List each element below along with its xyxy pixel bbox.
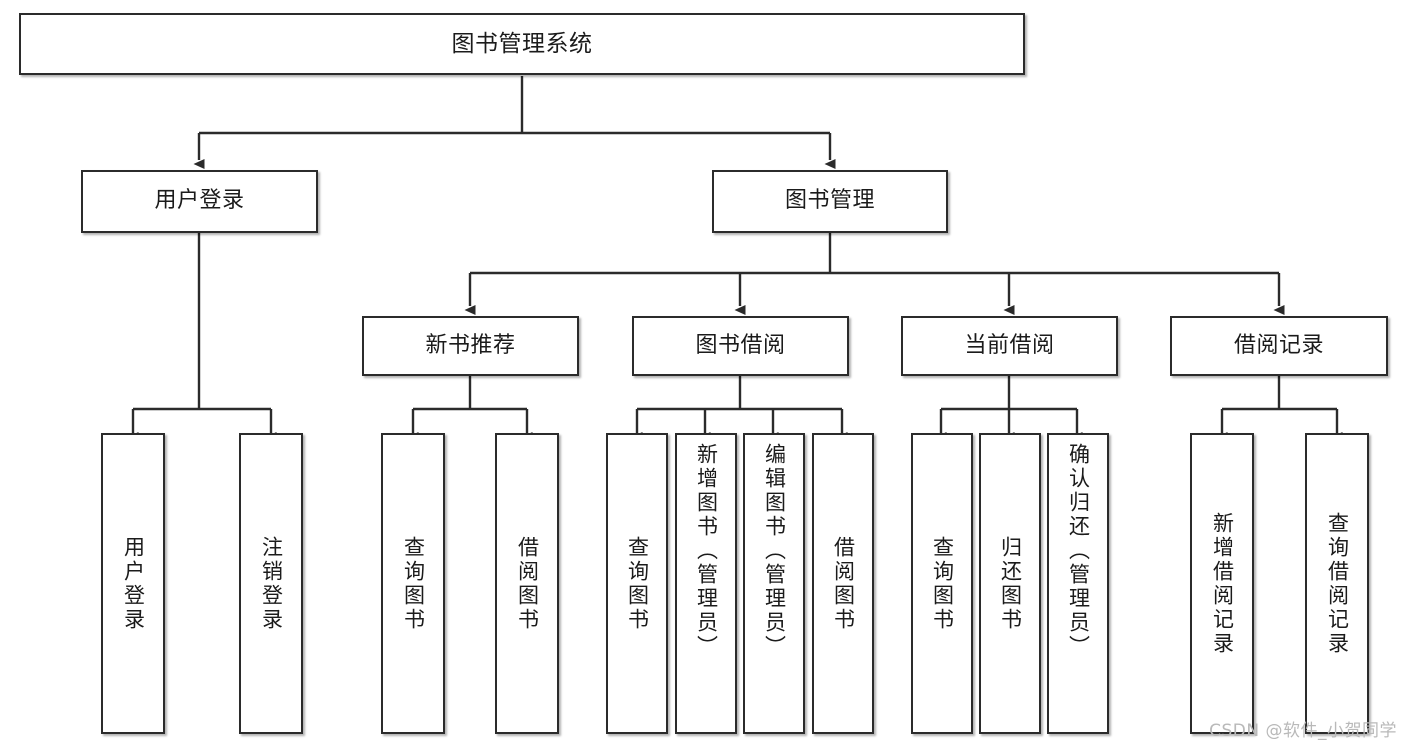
node-new-book-recommend[interactable]: 新书推荐 (362, 316, 579, 376)
node-label: 借阅记录 (1233, 332, 1324, 358)
node-borrow-record[interactable]: 借阅记录 (1170, 316, 1388, 376)
node-label: 用户登录 (121, 535, 146, 632)
node-label: 新书推荐 (425, 332, 516, 358)
node-label: 当前借阅 (964, 332, 1055, 358)
leaf-query-book-current[interactable]: 查询图书 (911, 433, 973, 734)
node-label: 确认归还（管理员） (1066, 443, 1091, 659)
node-label: 查询图书 (625, 535, 650, 632)
leaf-borrow-book[interactable]: 借阅图书 (812, 433, 874, 734)
leaf-borrow-book-recommend[interactable]: 借阅图书 (495, 433, 559, 734)
leaf-logout[interactable]: 注销登录 (239, 433, 303, 734)
node-current-borrow[interactable]: 当前借阅 (901, 316, 1118, 376)
node-book-borrow[interactable]: 图书借阅 (632, 316, 849, 376)
node-label: 查询借阅记录 (1325, 511, 1350, 656)
leaf-query-book-borrow[interactable]: 查询图书 (606, 433, 668, 734)
leaf-return-book[interactable]: 归还图书 (979, 433, 1041, 734)
node-label: 查询图书 (930, 535, 955, 632)
node-label: 注销登录 (259, 535, 284, 632)
leaf-query-book-recommend[interactable]: 查询图书 (381, 433, 445, 734)
node-label: 图书管理 (784, 188, 875, 214)
leaf-query-borrow-record[interactable]: 查询借阅记录 (1305, 433, 1369, 734)
csdn-watermark: CSDN @软件_小贺同学 (1209, 721, 1397, 741)
leaf-edit-book-admin[interactable]: 编辑图书（管理员） (743, 433, 805, 734)
node-label: 图书管理系统 (451, 30, 593, 57)
leaf-confirm-return-admin[interactable]: 确认归还（管理员） (1047, 433, 1109, 734)
node-label: 新增图书（管理员） (694, 443, 719, 659)
leaf-user-login[interactable]: 用户登录 (101, 433, 165, 734)
leaf-add-borrow-record[interactable]: 新增借阅记录 (1190, 433, 1254, 734)
node-root-book-management-system[interactable]: 图书管理系统 (19, 13, 1025, 75)
node-label: 编辑图书（管理员） (762, 443, 787, 659)
node-label: 归还图书 (998, 535, 1023, 632)
node-label: 查询图书 (401, 535, 426, 632)
node-label: 借阅图书 (831, 535, 856, 632)
node-label: 图书借阅 (695, 332, 786, 358)
node-label: 新增借阅记录 (1210, 511, 1235, 656)
node-label: 借阅图书 (515, 535, 540, 632)
node-label: 用户登录 (154, 188, 245, 214)
node-book-management[interactable]: 图书管理 (712, 170, 948, 233)
leaf-add-book-admin[interactable]: 新增图书（管理员） (675, 433, 737, 734)
node-user-login[interactable]: 用户登录 (81, 170, 318, 233)
